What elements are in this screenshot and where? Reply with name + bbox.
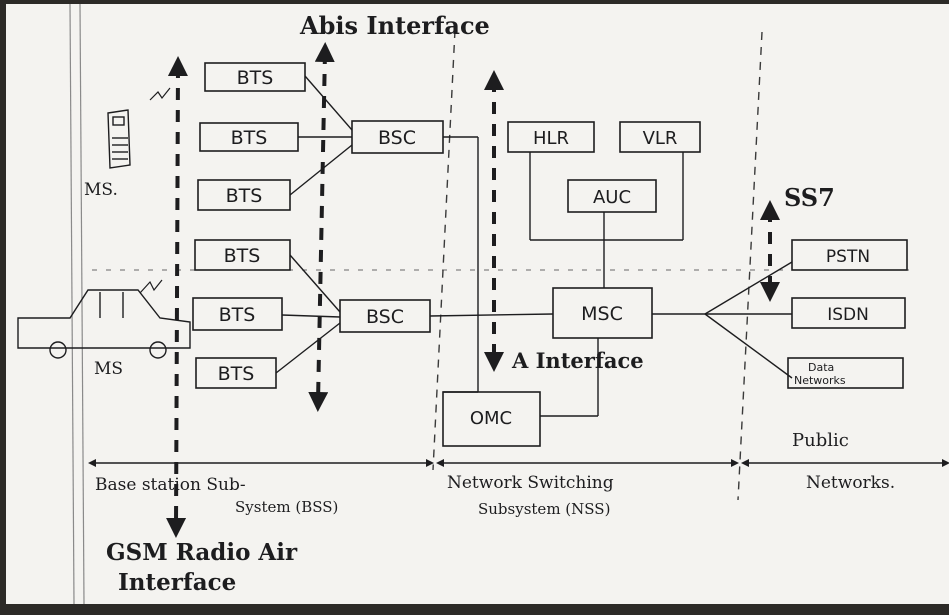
bts-label: BTS: [219, 304, 256, 326]
bsc-label: BSC: [366, 306, 404, 328]
pstn-label: PSTN: [826, 247, 870, 267]
node-isdn: ISDN: [791, 297, 906, 329]
omc-label: OMC: [470, 408, 512, 429]
node-hlr: HLR: [507, 121, 595, 153]
gsm-air-arrow: [166, 56, 188, 538]
node-bts-3: BTS: [197, 179, 291, 211]
node-omc: OMC: [442, 391, 541, 447]
msc-label: MSC: [581, 303, 623, 325]
data-label: Data: [808, 361, 834, 374]
node-auc: AUC: [567, 179, 657, 213]
auc-label: AUC: [593, 187, 631, 208]
nss-label-line2: Subsystem (NSS): [478, 500, 610, 518]
interface-arrows: [166, 42, 780, 538]
bsc-label: BSC: [378, 127, 416, 149]
node-bts-5: BTS: [192, 297, 283, 331]
public-label: Public: [792, 430, 849, 451]
connections: [275, 75, 793, 417]
node-bts-4: BTS: [194, 239, 291, 271]
gsm-air-interface-line1: GSM Radio Air: [106, 539, 298, 566]
car-icon: [17, 279, 191, 359]
nss-public-boundary: [737, 31, 763, 501]
hlr-label: HLR: [533, 128, 569, 149]
node-vlr: VLR: [619, 121, 701, 153]
ms-bottom-label: MS: [94, 359, 123, 379]
networks-label: Networks: [794, 374, 846, 387]
node-bsc-top: BSC: [351, 120, 444, 154]
bts-label: BTS: [237, 67, 274, 89]
abis-arrow: [308, 42, 335, 412]
bss-label-line2: System (BSS): [235, 498, 338, 516]
bts-label: BTS: [226, 185, 263, 207]
node-bts-2: BTS: [199, 122, 299, 152]
bts-label: BTS: [224, 245, 261, 267]
nss-label-line1: Network Switching: [447, 473, 614, 493]
isdn-label: ISDN: [827, 305, 869, 325]
bts-label: BTS: [231, 127, 268, 149]
notebook-margin: [69, 3, 85, 605]
bss-label-line1: Base station Sub-: [95, 475, 246, 495]
node-bts-6: BTS: [195, 357, 277, 389]
vlr-label: VLR: [643, 128, 678, 149]
bss-nss-boundary: [432, 29, 456, 471]
ms-top-label: MS.: [84, 180, 118, 200]
gsm-air-interface-line2: Interface: [118, 569, 236, 596]
node-msc: MSC: [552, 287, 653, 339]
abis-interface-label: Abis Interface: [299, 11, 490, 40]
node-data-networks: Data Networks: [787, 357, 904, 389]
mobile-phone-icon: [107, 87, 171, 169]
networks-label: Networks.: [806, 473, 895, 493]
bts-label: BTS: [218, 363, 255, 385]
node-bts-1: BTS: [204, 62, 306, 92]
node-pstn: PSTN: [791, 239, 908, 271]
ss7-label: SS7: [784, 183, 835, 212]
a-interface-label: A Interface: [511, 348, 644, 373]
node-bsc-bottom: BSC: [339, 299, 431, 333]
